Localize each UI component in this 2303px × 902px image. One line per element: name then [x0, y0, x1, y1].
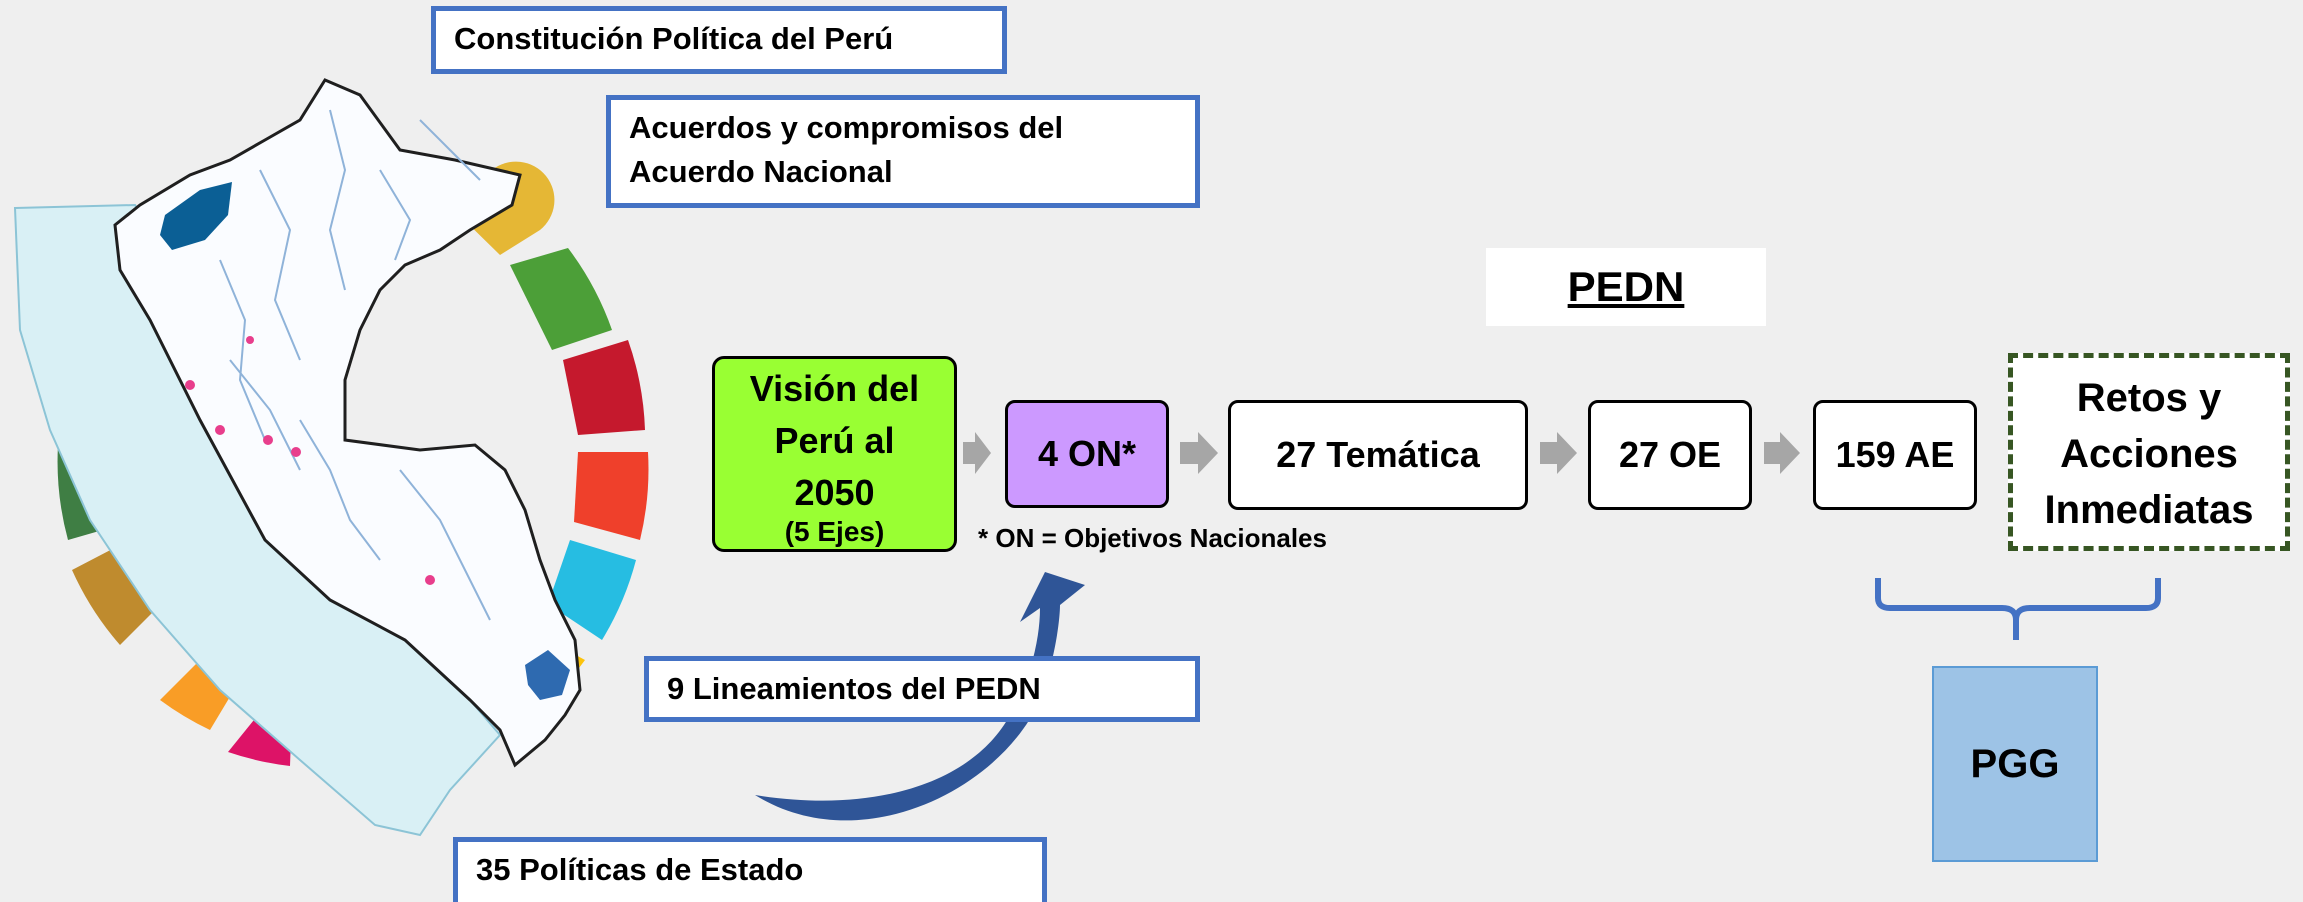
- pedn-title: PEDN: [1486, 248, 1766, 326]
- pgg-box: PGG: [1932, 666, 2098, 862]
- map-region-north: [160, 182, 232, 250]
- oe-box: 27 OE: [1588, 400, 1752, 510]
- ring-segment: [548, 540, 636, 640]
- acuerdos-label-line2: Acuerdo Nacional: [629, 154, 893, 189]
- on-label: 4 ON*: [1037, 433, 1137, 474]
- map-rivers: [219, 109, 491, 621]
- constitucion-box: Constitución Política del Perú: [431, 6, 1007, 74]
- on-footnote: * ON = Objetivos Nacionales: [978, 523, 1327, 553]
- retos-line1: Retos y: [2076, 376, 2222, 420]
- politicas-label: 35 Políticas de Estado: [476, 852, 804, 887]
- pgg-label: PGG: [1970, 741, 2060, 786]
- acuerdos-box: Acuerdos y compromisos del Acuerdo Nacio…: [606, 95, 1200, 208]
- tematica-box: 27 Temática: [1228, 400, 1528, 510]
- oe-label: 27 OE: [1618, 434, 1722, 475]
- flow-arrow-1: [963, 432, 991, 474]
- constitucion-label: Constitución Política del Perú: [454, 21, 894, 56]
- retos-line2: Acciones: [2060, 432, 2238, 476]
- flow-arrow-4: [1764, 432, 1800, 474]
- acuerdos-label-line1: Acuerdos y compromisos del: [629, 110, 1064, 145]
- lineamientos-box: 9 Lineamientos del PEDN: [644, 656, 1200, 722]
- map-lake: [525, 650, 570, 700]
- vision-line2: Perú al: [774, 420, 895, 461]
- vision-line1: Visión del: [749, 368, 920, 409]
- on-box: 4 ON*: [1005, 400, 1169, 508]
- curved-arrow: [755, 572, 1085, 821]
- map-markers: [185, 336, 435, 585]
- flow-arrow-2: [1180, 432, 1218, 474]
- ring-segment: [72, 545, 160, 645]
- ae-box: 159 AE: [1813, 400, 1977, 510]
- ae-label: 159 AE: [1835, 434, 1955, 475]
- peru-map: [113, 78, 582, 768]
- lineamientos-label: 9 Lineamientos del PEDN: [667, 671, 1041, 706]
- curly-brace: [1875, 578, 2161, 640]
- flow-arrows: [963, 432, 1800, 474]
- flow-arrow-3: [1540, 432, 1577, 474]
- retos-box: Retos y Acciones Inmediatas: [2008, 353, 2290, 551]
- ring-segment: [510, 248, 612, 350]
- vision-subtitle: (5 Ejes): [784, 516, 885, 547]
- retos-line3: Inmediatas: [2044, 488, 2254, 532]
- vision-line3: 2050: [794, 472, 875, 513]
- vision-box: Visión del Perú al 2050 (5 Ejes): [712, 356, 957, 552]
- ring-segment: [574, 452, 649, 540]
- tematica-label: 27 Temática: [1276, 434, 1480, 475]
- politicas-box: 35 Políticas de Estado: [453, 837, 1047, 902]
- ring-segment: [563, 340, 645, 435]
